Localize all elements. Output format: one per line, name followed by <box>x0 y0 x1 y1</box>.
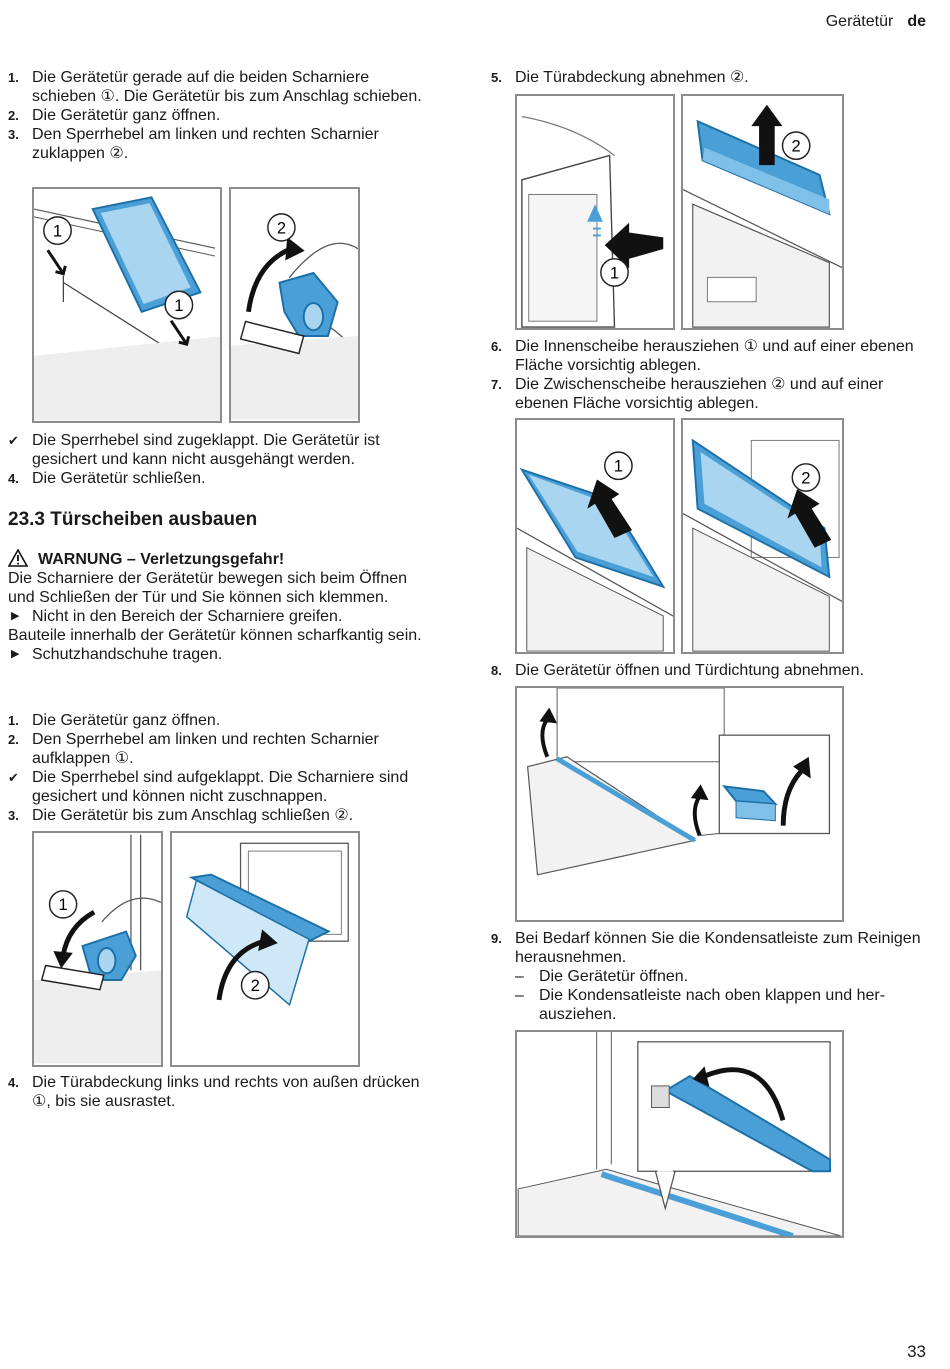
list-item: 2. Die Gerätetür ganz öffnen. <box>8 106 428 125</box>
warning-block: WARNUNG – Verletzungsgefahr! Die Scharni… <box>7 548 428 664</box>
illustration-lever-open: 1 <box>32 831 163 1067</box>
svg-text:1: 1 <box>174 296 183 315</box>
dash-marker: – <box>515 968 524 985</box>
warning-triangle-icon <box>7 548 29 567</box>
list-item: 3. Den Sperrhebel am linken und rechten S… <box>8 125 428 163</box>
action-triangle-icon: ▶ <box>11 610 20 622</box>
list-item: 5. Die Türabdeckung abnehmen ②. <box>491 68 921 87</box>
illustration-cover-press: 1 <box>515 94 675 330</box>
warning-action: ▶ Nicht in den Bereich der Scharniere gre… <box>8 607 428 626</box>
right-top-steps: 5. Die Türabdeckung abnehmen ②. <box>491 68 921 87</box>
step-number: 8. <box>491 663 502 678</box>
left-mid-steps: ✔ Die Sperrhebel sind zugeklappt. Die Ger… <box>8 431 428 488</box>
svg-text:2: 2 <box>792 137 801 156</box>
list-item: 7. Die Zwischenscheibe herausziehen ② und… <box>491 375 921 413</box>
page-number: 33 <box>907 1342 926 1361</box>
right-step-8: 8. Die Gerätetür öffnen und Türdichtung a… <box>491 661 921 680</box>
illustration-door-hinges: 1 1 <box>32 187 222 423</box>
step-number: 1. <box>8 70 19 85</box>
svg-text:1: 1 <box>58 896 67 914</box>
left-steps: 1. Die Gerätetür ganz öffnen. 2. Den Sperr… <box>8 711 428 825</box>
right-step-9: 9. Bei Bedarf können Sie die Kondensatlei… <box>491 929 921 1024</box>
sub-step-text: Die Gerätetür öffnen. <box>539 968 689 985</box>
step-text: Die Gerätetür gerade auf die beiden Scha… <box>32 69 422 105</box>
step-number: 2. <box>8 108 19 123</box>
sub-step: –Die Gerätetür öffnen. <box>491 967 921 986</box>
action-triangle-icon: ▶ <box>11 648 20 660</box>
list-item: 8. Die Gerätetür öffnen und Türdichtung a… <box>491 661 921 680</box>
warning-text: Die Scharniere der Gerätetür bewegen sic… <box>8 570 408 606</box>
step-number: 5. <box>491 70 502 85</box>
illustration-condensate-strip <box>515 1030 844 1238</box>
list-item: 6. Die Innenscheibe herausziehen ① und au… <box>491 337 921 375</box>
step-text: Die Innenscheibe herausziehen ① und auf … <box>515 338 914 374</box>
illustration-door-close: 2 <box>170 831 360 1067</box>
list-item: 1. Die Gerätetür gerade auf die beiden Sc… <box>8 68 428 106</box>
illustration-middle-pane: 2 <box>681 418 844 654</box>
step-text: Die Gerätetür bis zum Anschlag schließen… <box>32 807 354 824</box>
svg-text:2: 2 <box>277 219 286 237</box>
left-top-steps: 1. Die Gerätetür gerade auf die beiden Sc… <box>8 68 428 163</box>
illustration-lever-close: 2 <box>229 187 360 423</box>
callout-1: 1 <box>53 221 62 240</box>
right-mid-steps: 6. Die Innenscheibe herausziehen ① und au… <box>491 337 921 413</box>
step-number: 3. <box>8 808 19 823</box>
header-language: de <box>907 13 926 30</box>
step-number: 1. <box>8 713 19 728</box>
svg-text:2: 2 <box>251 976 260 995</box>
illustration-door-seal <box>515 686 844 922</box>
dash-marker: – <box>515 987 524 1004</box>
list-item: 2. Den Sperrhebel am linken und rechten S… <box>8 730 428 768</box>
illustration-cover-remove: 2 <box>681 94 844 330</box>
section-heading: 23.3 Türscheiben ausbauen <box>8 509 258 530</box>
header-section: Gerätetür <box>825 13 894 30</box>
left-bottom-steps: 4. Die Türabdeckung links und rechts von … <box>8 1073 428 1111</box>
step-number: 7. <box>491 377 502 392</box>
running-header: Gerätetür de <box>826 12 926 31</box>
svg-text:1: 1 <box>610 263 619 282</box>
step-text: Die Türabdeckung links und rechts von au… <box>32 1074 420 1110</box>
list-item: 4. Die Gerätetür schließen. <box>8 469 428 488</box>
step-text: Den Sperrhebel am linken und rechten Sch… <box>32 731 379 767</box>
check-icon: ✔ <box>8 433 19 448</box>
warning-action: ▶ Schutzhandschuhe tragen. <box>8 645 428 664</box>
result-text: Die Sperrhebel sind zugeklappt. Die Gerä… <box>32 432 380 468</box>
list-item: ✔ Die Sperrhebel sind aufgeklappt. Die Sc… <box>8 768 428 806</box>
step-text: Die Zwischenscheibe herausziehen ② und a… <box>515 376 884 412</box>
step-text: Den Sperrhebel am linken und rechten Sch… <box>32 126 379 162</box>
list-item: ✔ Die Sperrhebel sind zugeklappt. Die Ger… <box>8 431 428 469</box>
step-text: Die Gerätetür schließen. <box>32 470 206 487</box>
warning-text: Bauteile innerhalb der Gerätetür können … <box>8 627 422 644</box>
sub-step: –Die Kondensatleiste nach oben klappen u… <box>491 986 921 1024</box>
step-text: Bei Bedarf können Sie die Kondensatleist… <box>515 930 921 966</box>
list-item: 9. Bei Bedarf können Sie die Kondensatlei… <box>491 929 921 967</box>
step-text: Die Türabdeckung abnehmen ②. <box>515 69 749 86</box>
list-item: 3. Die Gerätetür bis zum Anschlag schließ… <box>8 806 428 825</box>
result-text: Die Sperrhebel sind aufgeklappt. Die Sch… <box>32 769 409 805</box>
sub-step-text: Die Kondensatleiste nach oben klappen un… <box>539 987 886 1023</box>
list-item: 1. Die Gerätetür ganz öffnen. <box>8 711 428 730</box>
warning-title: WARNUNG – Verletzungsgefahr! <box>38 551 285 568</box>
illustration-inner-pane: 1 <box>515 418 675 654</box>
svg-text:1: 1 <box>614 457 623 476</box>
svg-text:2: 2 <box>801 468 810 487</box>
step-text: Die Gerätetür öffnen und Türdichtung abn… <box>515 662 864 679</box>
step-number: 4. <box>8 471 19 486</box>
step-number: 6. <box>491 339 502 354</box>
action-text: Schutzhandschuhe tragen. <box>32 646 223 663</box>
step-number: 9. <box>491 931 502 946</box>
step-number: 4. <box>8 1075 19 1090</box>
step-text: Die Gerätetür ganz öffnen. <box>32 712 221 729</box>
check-icon: ✔ <box>8 770 19 785</box>
warning-title-row: WARNUNG – Verletzungsgefahr! <box>7 548 428 569</box>
action-text: Nicht in den Bereich der Scharniere grei… <box>32 608 343 625</box>
list-item: 4. Die Türabdeckung links und rechts von … <box>8 1073 428 1111</box>
step-text: Die Gerätetür ganz öffnen. <box>32 107 221 124</box>
step-number: 3. <box>8 127 19 142</box>
step-number: 2. <box>8 732 19 747</box>
